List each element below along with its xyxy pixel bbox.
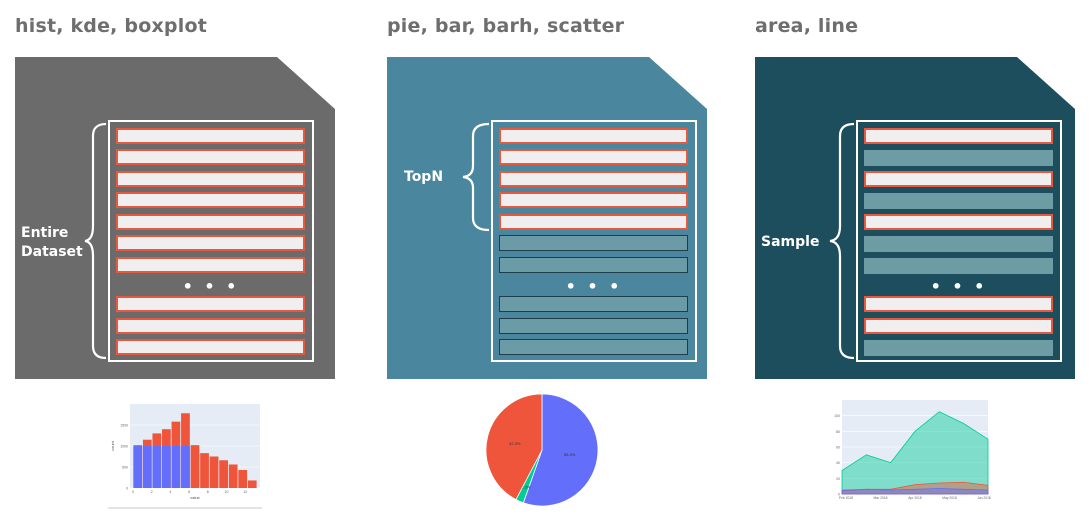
data-row bbox=[116, 318, 305, 334]
data-row bbox=[116, 128, 305, 144]
panel-2-data-page: • • • bbox=[491, 120, 697, 362]
data-row bbox=[499, 318, 688, 334]
bar bbox=[228, 464, 238, 488]
data-row bbox=[499, 192, 688, 208]
data-row bbox=[864, 128, 1053, 144]
slice-label: 55.4% bbox=[564, 452, 576, 457]
data-row bbox=[116, 296, 305, 312]
y-tick-label: 0 bbox=[838, 493, 840, 497]
x-tick-label: Apr 2018 bbox=[908, 496, 922, 500]
panel-2-title: pie, bar, barh, scatter bbox=[387, 15, 625, 37]
panel-2-brace-label: TopN bbox=[404, 169, 444, 185]
y-tick-label: 500 bbox=[122, 466, 128, 470]
panel-1-data-page: • • • bbox=[108, 120, 314, 362]
y-tick-label: 100 bbox=[834, 414, 840, 418]
bar bbox=[238, 469, 248, 488]
panel-2-brace bbox=[462, 122, 490, 232]
data-row bbox=[116, 235, 305, 251]
data-row bbox=[499, 257, 688, 273]
histogram-thumbnail: 0 500 1000 1500 0 2 4 6 8 10 12 value count bbox=[108, 404, 262, 509]
data-row bbox=[116, 214, 305, 230]
data-row bbox=[116, 149, 305, 165]
bar bbox=[171, 446, 181, 488]
data-row bbox=[864, 236, 1053, 252]
data-row bbox=[116, 257, 305, 273]
bar bbox=[247, 480, 257, 488]
data-row bbox=[499, 214, 688, 230]
area-series bbox=[841, 488, 989, 495]
ellipsis: • • • bbox=[930, 277, 988, 296]
x-tick-label: 2 bbox=[151, 490, 153, 494]
y-tick-label: 1500 bbox=[120, 424, 128, 428]
panel-1-title: hist, kde, boxplot bbox=[15, 15, 207, 37]
data-row bbox=[864, 296, 1053, 312]
y-tick-label: 0 bbox=[126, 487, 128, 491]
data-row bbox=[499, 149, 688, 165]
data-row bbox=[116, 339, 305, 355]
panel-3-title: area, line bbox=[755, 15, 859, 37]
x-axis-label: value bbox=[190, 495, 200, 500]
slice-label: 42.3% bbox=[509, 441, 521, 446]
x-tick-label: May 2018 bbox=[942, 496, 957, 500]
y-axis-label: count bbox=[110, 440, 115, 451]
data-row bbox=[499, 339, 688, 355]
data-row bbox=[116, 192, 305, 208]
bar bbox=[133, 446, 143, 488]
data-row bbox=[864, 150, 1053, 166]
y-tick-label: 20 bbox=[836, 477, 840, 481]
bar bbox=[190, 445, 200, 488]
data-row bbox=[864, 171, 1053, 187]
data-row bbox=[499, 235, 688, 251]
x-tick-label: 8 bbox=[207, 490, 209, 494]
y-tick-label: 60 bbox=[836, 446, 840, 450]
data-row bbox=[864, 340, 1053, 356]
data-row bbox=[499, 128, 688, 144]
pie-chart-thumbnail: 55.4% 2.3% 42.3% bbox=[485, 393, 599, 507]
bar bbox=[200, 453, 209, 488]
data-row bbox=[864, 214, 1053, 230]
ellipsis: • • • bbox=[565, 277, 623, 296]
y-tick-label: 80 bbox=[836, 430, 840, 434]
data-row bbox=[864, 258, 1053, 274]
x-tick-label: 6 bbox=[188, 490, 190, 494]
pie-slice bbox=[485, 393, 543, 501]
panel-3-brace bbox=[829, 122, 855, 360]
panel-1-brace-label: Entire Dataset bbox=[21, 225, 83, 260]
data-row bbox=[499, 296, 688, 312]
bar bbox=[152, 446, 162, 488]
data-row bbox=[864, 318, 1053, 334]
x-tick-label: 12 bbox=[243, 490, 247, 494]
x-tick-label: Feb 2018 bbox=[839, 496, 853, 500]
y-tick-label: 1000 bbox=[120, 445, 128, 449]
data-row bbox=[864, 193, 1053, 209]
y-tick-label: 40 bbox=[836, 461, 840, 465]
ellipsis: • • • bbox=[182, 277, 240, 296]
area-series bbox=[841, 411, 989, 495]
x-tick-label: 10 bbox=[225, 490, 229, 494]
bar bbox=[219, 460, 228, 488]
x-tick-label: Jun 2018 bbox=[977, 496, 991, 500]
panel-3-brace-label: Sample bbox=[761, 234, 820, 250]
x-tick-label: Mar 2018 bbox=[874, 496, 888, 500]
data-row bbox=[499, 171, 688, 187]
x-tick-label: 4 bbox=[169, 490, 171, 494]
panel-3-data-page: • • • bbox=[856, 120, 1062, 362]
slice-label: 2.3% bbox=[521, 484, 531, 489]
x-tick-label: 0 bbox=[132, 490, 134, 494]
panel-1-brace bbox=[84, 122, 107, 360]
bar bbox=[181, 446, 190, 488]
bar bbox=[162, 446, 171, 488]
bar bbox=[142, 446, 152, 488]
bar bbox=[209, 456, 219, 488]
data-row bbox=[116, 171, 305, 187]
